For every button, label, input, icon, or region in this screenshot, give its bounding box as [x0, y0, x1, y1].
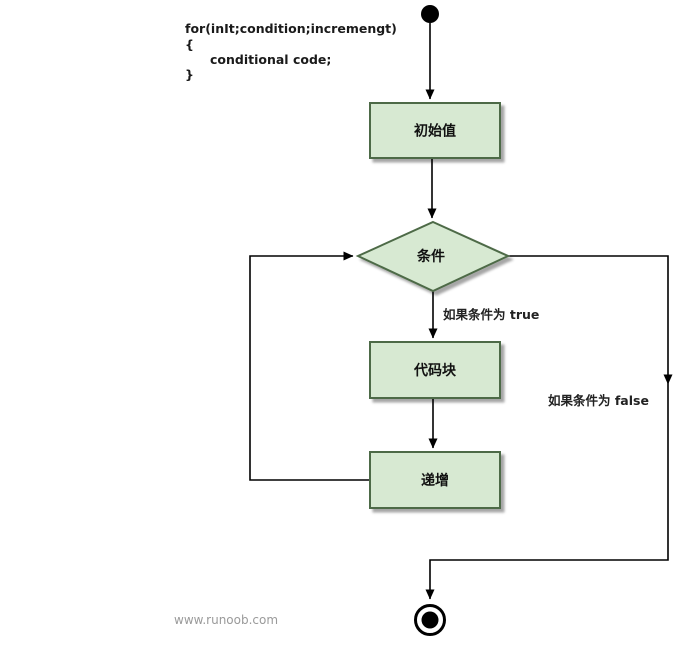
code-line-4: } [185, 67, 194, 82]
start-node [421, 5, 439, 23]
code-line-2: { [185, 37, 194, 52]
increment-node: 递增 [369, 451, 501, 509]
watermark: www.runoob.com [174, 613, 278, 627]
false-edge-label: 如果条件为 false [548, 393, 649, 408]
end-node [414, 604, 446, 636]
codeblock-label: 代码块 [413, 362, 457, 379]
increment-box [369, 451, 501, 509]
init-box [369, 102, 501, 159]
edge-increment-loop-back [249, 251, 370, 481]
init-node: 初始值 [369, 102, 501, 159]
condition-diamond [355, 220, 511, 293]
end-node-core [421, 611, 439, 629]
edge-condition-false-upper [508, 255, 673, 385]
init-label: 初始值 [414, 123, 456, 140]
code-annotation: for(inIt;condition;incremengt) { conditi… [185, 21, 397, 82]
codeblock-box [369, 341, 501, 399]
true-edge-label: 如果条件为 true [443, 307, 539, 322]
code-line-3: conditional code; [210, 52, 331, 67]
code-line-1: for(inIt;condition;incremengt) [185, 21, 397, 36]
condition-label: 条件 [416, 248, 445, 265]
end-node-ring [414, 604, 446, 636]
edge-condition-false-lower [425, 384, 669, 600]
condition-node: 条件 [355, 220, 511, 293]
codeblock-node: 代码块 [369, 341, 501, 399]
increment-label: 递增 [421, 472, 449, 489]
